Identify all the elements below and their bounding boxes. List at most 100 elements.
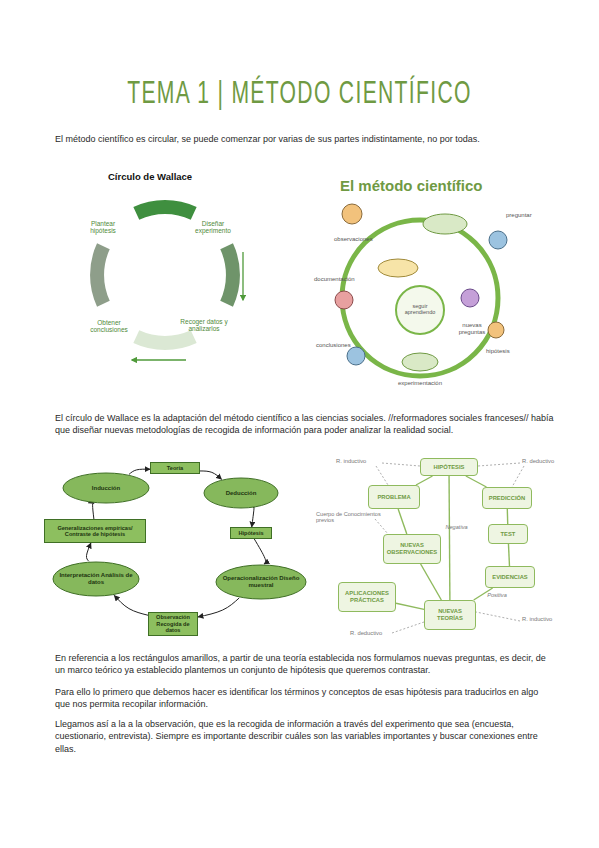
connector [200,471,222,479]
figure-label: nuevas preguntas [452,322,492,336]
connector [86,543,90,561]
connector [508,544,509,566]
connector [398,509,407,534]
cycle-ring [342,220,498,376]
paragraph: Llegamos así a la a la observación, que … [55,718,550,755]
figure-label: Recoger datos y analizarlos [176,318,232,333]
process-oval: Interpretación Análisis de datos [52,561,140,597]
paragraph: El círculo de Wallace es la adaptación d… [55,412,555,437]
node-text: Inducción [92,485,120,492]
node-text: PREDICCIÓN [489,495,525,502]
node-text: Interpretación Análisis de datos [55,572,137,586]
figure [335,291,353,309]
center-ring [396,286,444,334]
process-box: HIPÓTESIS [420,458,478,476]
process-oval: Inducción [62,472,150,504]
node-text: Hipótesis [238,530,263,536]
process-oval: Operacionalización Diseño muestral [215,564,307,600]
node-text: Teoría [167,465,183,471]
cycle-arc [97,246,103,303]
node-text: HIPÓTESIS [434,464,465,471]
node-text: Deducción [226,490,257,497]
cycle-arc [136,337,193,343]
node-text: Operacionalización Diseño muestral [218,575,304,589]
figure-label: Plantear hipótesis [82,220,124,235]
figure-label: documentación [314,276,374,283]
connector [114,595,148,615]
node-text: TEST [501,531,516,538]
node-text: NUEVAS TEORÍAS [427,608,473,621]
stage-box: Observación Recogida de datos [148,612,198,636]
connector [254,539,265,564]
figure-label: preguntar [506,212,556,219]
connector [93,503,94,519]
cycle-arrow [132,359,186,360]
cycle-arrow [242,252,243,300]
leader-line [478,463,520,466]
node-text: Generalizaciones empíricas/ Contraste de… [47,525,143,538]
process-box: PREDICCIÓN [482,487,532,509]
stage-box: Generalizaciones empíricas/ Contraste de… [44,519,146,543]
leader-line [375,519,388,534]
stage-box: Hipótesis [230,527,272,539]
figure-label: R. inductivo [522,616,572,623]
figure-label: Diseñar experimento [190,220,236,235]
leader-line [476,612,520,621]
oval-shape [216,565,306,599]
figure [461,289,479,307]
cycle-arc [227,246,233,303]
process-box: TEST [488,524,528,544]
oval-shape [53,562,139,596]
figure-label: R. inductivo [336,458,386,465]
figure-label: R. deductivo [350,630,400,637]
figure-label: Círculo de Wallace [108,170,198,183]
figure [423,214,467,234]
connector [252,507,254,527]
process-box: APLICACIONES PRÁCTICAS [338,582,396,612]
figure-label: experimentación [398,380,468,387]
stage-box: Teoría [150,462,200,474]
node-text: NUEVAS OBSERVACIONES [386,542,438,555]
figure [402,353,438,371]
oval-shape [204,478,278,508]
process-oval: Deducción [203,477,279,509]
figure [347,347,365,365]
connector [448,476,450,600]
figure-label: hipótesis [486,348,526,355]
page-title: TEMA 1 | MÉTODO CIENTÍFICO [102,74,497,111]
cycle-arc [136,207,193,213]
node-text: PROBLEMA [377,494,410,501]
leader-line [376,466,388,485]
figure [342,204,362,224]
leader-line [512,466,524,487]
process-box: NUEVAS OBSERVACIONES [383,534,441,564]
figure [489,231,507,249]
connector [466,476,487,487]
figure [488,322,504,338]
process-box: EVIDENCIAS [485,566,535,588]
node-text: APLICACIONES PRÁCTICAS [341,590,393,603]
figure [378,259,418,277]
figure-label: El método científico [340,176,540,197]
paragraph: Para ello lo primero que debemos hacer e… [55,686,550,711]
oval-shape [63,473,149,503]
connector [507,509,509,524]
connector [129,469,150,474]
paragraph: En referencia a los rectángulos amarillo… [55,652,550,677]
edge-label: Negativa [445,524,467,530]
figure-label: conclusiones [316,342,371,349]
figure-label: observaciones [334,236,394,243]
connector [396,603,424,609]
leader-line [392,622,424,633]
node-text: Observación Recogida de datos [151,614,195,633]
process-box: NUEVAS TEORÍAS [424,600,476,630]
figure-label: seguir aprendiendo [398,303,442,316]
connector [421,564,442,600]
node-text: EVIDENCIAS [492,574,527,581]
connector [198,598,239,617]
paragraph: El método científico es circular, se pue… [55,133,555,145]
leader-line [382,463,420,466]
figure-label: R. deductivo [522,458,572,465]
connector [416,476,433,485]
